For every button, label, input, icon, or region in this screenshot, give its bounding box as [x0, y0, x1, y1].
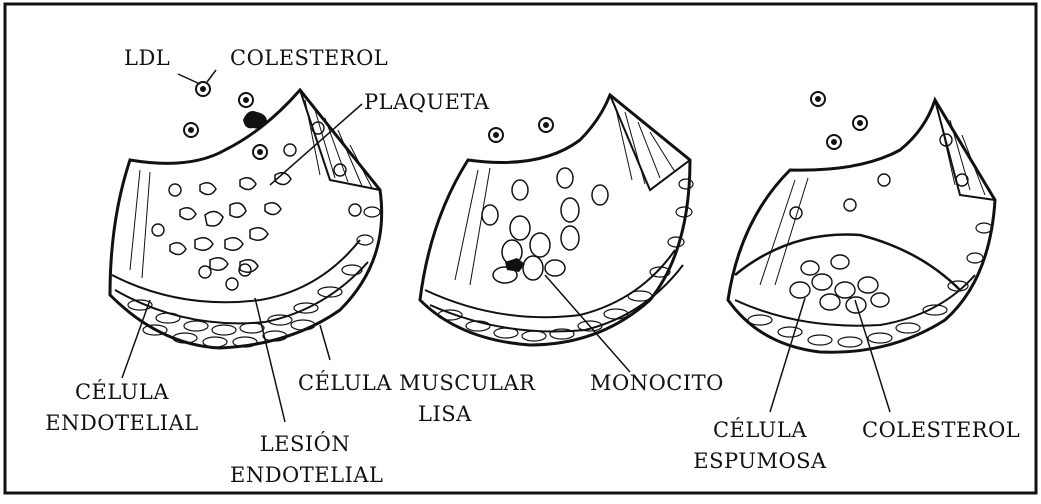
panel-3-ldl-particles	[811, 92, 867, 149]
label-celula-muscular-line1: CÉLULA MUSCULAR	[298, 373, 535, 394]
panel-1-outline	[110, 90, 382, 348]
label-celula-espumosa-line1: CÉLULA	[690, 420, 830, 441]
label-colesterol-top: COLESTEROL	[230, 48, 388, 69]
label-celula-muscular: CÉLULA MUSCULAR LISA	[298, 373, 535, 425]
label-lesion-endotelial-line2: ENDOTELIAL	[230, 465, 380, 486]
label-monocito: MONOCITO	[590, 373, 724, 394]
label-colesterol-bottom: COLESTEROL	[862, 420, 1020, 441]
panel-2-ldl-particles	[489, 118, 553, 142]
panel-1-vessel-section	[110, 70, 382, 422]
label-celula-muscular-line2: LISA	[298, 404, 535, 425]
label-celula-espumosa: CÉLULA ESPUMOSA	[690, 420, 830, 472]
label-ldl: LDL	[124, 48, 170, 69]
label-celula-espumosa-line2: ESPUMOSA	[690, 451, 830, 472]
label-celula-endotelial-line1: CÉLULA	[32, 382, 212, 403]
label-lesion-endotelial: LESIÓN ENDOTELIAL	[230, 434, 380, 486]
label-lesion-endotelial-line1: LESIÓN	[230, 434, 380, 455]
label-plaqueta: PLAQUETA	[364, 92, 490, 113]
panel-2-outline	[420, 95, 690, 345]
panel-3-vessel-section	[728, 92, 995, 412]
label-celula-endotelial: CÉLULA ENDOTELIAL	[32, 382, 212, 434]
panel-2-vessel-section	[420, 95, 693, 372]
label-celula-endotelial-line2: ENDOTELIAL	[32, 413, 212, 434]
